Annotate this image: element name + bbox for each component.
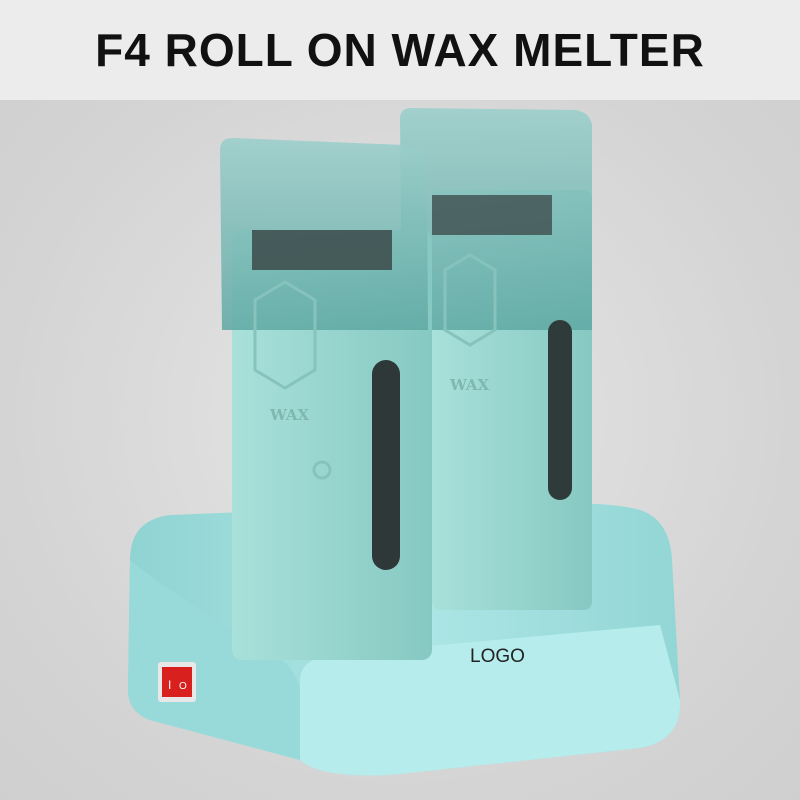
page-title: F4 ROLL ON WAX MELTER (95, 24, 705, 76)
heater-back: WAX (400, 108, 592, 610)
title-band: F4 ROLL ON WAX MELTER (0, 0, 800, 100)
base-logo: LOGO (470, 646, 525, 667)
wax-label-front: WAX (269, 406, 310, 424)
switch-off-mark: O (179, 681, 187, 692)
wax-label-back: WAX (449, 376, 490, 394)
switch-on-mark: I (168, 678, 171, 692)
heater-front: WAX (220, 138, 432, 660)
power-switch[interactable]: I O (158, 662, 196, 702)
